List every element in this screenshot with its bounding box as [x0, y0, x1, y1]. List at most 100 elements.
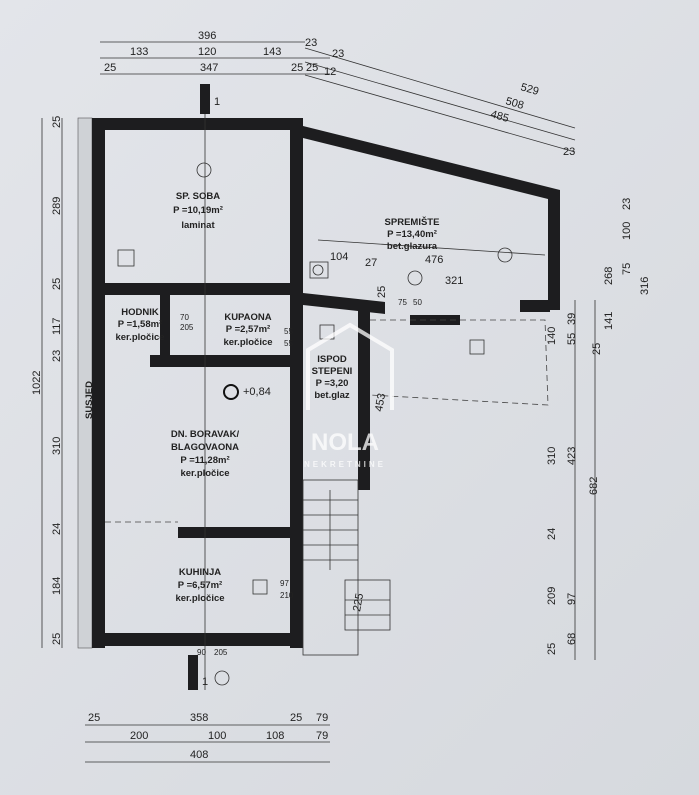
- stairs: [302, 479, 391, 656]
- section-mark-top: 1: [214, 96, 220, 108]
- svg-text:485: 485: [489, 108, 510, 125]
- svg-text:P =10,19m²: P =10,19m²: [173, 205, 223, 216]
- svg-text:358: 358: [190, 712, 208, 724]
- svg-text:268: 268: [603, 267, 615, 285]
- svg-text:205: 205: [180, 323, 194, 332]
- room-kupaona: KUPAONA P =2,57m² ker.pločice: [223, 312, 272, 348]
- svg-text:P =1,58m²: P =1,58m²: [118, 319, 162, 330]
- svg-text:55: 55: [284, 339, 293, 348]
- svg-text:79: 79: [316, 712, 328, 724]
- svg-text:STEPENI: STEPENI: [312, 366, 353, 377]
- svg-text:ker.pločice: ker.pločice: [180, 468, 229, 479]
- svg-text:200: 200: [130, 730, 148, 742]
- svg-text:316: 316: [639, 277, 651, 295]
- svg-text:DN. BORAVAK/: DN. BORAVAK/: [171, 429, 240, 440]
- svg-text:P =13,40m²: P =13,40m²: [387, 229, 437, 240]
- svg-text:529: 529: [519, 81, 540, 98]
- svg-text:68: 68: [566, 633, 578, 645]
- svg-text:27: 27: [365, 257, 377, 269]
- svg-text:12: 12: [324, 66, 336, 78]
- svg-text:143: 143: [263, 46, 281, 58]
- svg-text:laminat: laminat: [181, 220, 215, 231]
- svg-text:25: 25: [591, 343, 603, 355]
- dimensions-right: 23 100 75 268 316 141 39 55 25 140 310 4…: [546, 198, 651, 660]
- svg-text:209: 209: [546, 587, 558, 605]
- svg-text:NEKRETNINE: NEKRETNINE: [304, 460, 386, 469]
- svg-text:97: 97: [280, 579, 289, 588]
- svg-text:79: 79: [316, 730, 328, 742]
- svg-text:25: 25: [291, 62, 303, 74]
- svg-text:24: 24: [51, 523, 63, 535]
- svg-text:ISPOD: ISPOD: [317, 354, 347, 365]
- svg-text:55: 55: [566, 333, 578, 345]
- room-kuhinja: KUHINJA P =6,57m² ker.pločice: [175, 567, 224, 604]
- svg-text:P =11,28m²: P =11,28m²: [180, 455, 229, 466]
- svg-text:KUPAONA: KUPAONA: [224, 312, 271, 323]
- svg-text:ker.pločice: ker.pločice: [223, 337, 272, 348]
- svg-text:100: 100: [208, 730, 226, 742]
- svg-text:289: 289: [51, 197, 63, 215]
- svg-text:HODNIK: HODNIK: [121, 307, 159, 318]
- svg-text:23: 23: [563, 146, 575, 158]
- svg-text:117: 117: [51, 317, 63, 335]
- svg-text:476: 476: [425, 254, 443, 266]
- room-ispod-stepenica: ISPOD STEPENI P =3,20 bet.glaz: [312, 354, 353, 401]
- svg-text:25: 25: [88, 712, 100, 724]
- svg-text:423: 423: [566, 447, 578, 465]
- svg-text:408: 408: [190, 749, 208, 761]
- svg-text:39: 39: [566, 313, 578, 325]
- svg-text:SP. SOBA: SP. SOBA: [176, 191, 220, 202]
- svg-text:205: 205: [214, 648, 228, 657]
- svg-text:24: 24: [546, 528, 558, 540]
- svg-text:133: 133: [130, 46, 148, 58]
- svg-text:25: 25: [104, 62, 116, 74]
- svg-text:1022: 1022: [31, 371, 43, 395]
- room-boravak: DN. BORAVAK/ BLAGOVAONA P =11,28m² ker.p…: [171, 429, 240, 479]
- section-arrow-top: [200, 84, 210, 114]
- svg-text:90: 90: [197, 648, 206, 657]
- svg-text:KUHINJA: KUHINJA: [179, 567, 221, 578]
- svg-text:70: 70: [180, 313, 189, 322]
- svg-text:140: 140: [546, 327, 558, 345]
- dashed-lines: [105, 90, 549, 690]
- svg-text:453: 453: [373, 392, 388, 412]
- svg-text:23: 23: [305, 37, 317, 49]
- svg-text:BLAGOVAONA: BLAGOVAONA: [171, 442, 239, 453]
- svg-text:ker.pločice: ker.pločice: [175, 593, 224, 604]
- svg-text:210: 210: [280, 591, 294, 600]
- svg-text:25: 25: [376, 286, 388, 298]
- svg-text:347: 347: [200, 62, 218, 74]
- svg-text:25: 25: [306, 62, 318, 74]
- svg-text:310: 310: [546, 447, 558, 465]
- svg-text:141: 141: [603, 312, 615, 330]
- svg-text:SPREMIŠTE: SPREMIŠTE: [385, 216, 440, 228]
- neighbor-label: SUSJED: [84, 381, 95, 419]
- svg-text:108: 108: [266, 730, 284, 742]
- dimensions-left: 25 289 25 117 23 310 24 184 25 1022: [31, 116, 63, 648]
- watermark-logo: NOLA NEKRETNINE: [304, 322, 394, 469]
- svg-text:P =2,57m²: P =2,57m²: [226, 324, 270, 335]
- svg-text:225: 225: [351, 592, 366, 612]
- svg-text:23: 23: [621, 198, 633, 210]
- room-spremiste: SPREMIŠTE P =13,40m² bet.glazura: [385, 216, 440, 252]
- svg-text:bet.glazura: bet.glazura: [387, 241, 438, 252]
- svg-text:23: 23: [51, 350, 63, 362]
- svg-text:25: 25: [51, 116, 63, 128]
- svg-text:25: 25: [290, 712, 302, 724]
- fixtures: [117, 162, 513, 686]
- room-hodnik: HODNIK P =1,58m² ker.pločice: [115, 307, 164, 343]
- level-marker-icon: [223, 384, 239, 400]
- svg-text:97: 97: [566, 593, 578, 605]
- svg-text:120: 120: [198, 46, 216, 58]
- dimensions-bottom: 25 358 25 79 200 100 108 79 408: [85, 712, 330, 763]
- svg-text:25: 25: [51, 633, 63, 645]
- svg-text:184: 184: [51, 577, 63, 595]
- walls: [92, 118, 560, 648]
- svg-text:321: 321: [445, 275, 463, 287]
- svg-text:104: 104: [330, 251, 348, 263]
- svg-text:25: 25: [546, 643, 558, 655]
- svg-text:508: 508: [504, 95, 525, 112]
- svg-text:75: 75: [621, 263, 633, 275]
